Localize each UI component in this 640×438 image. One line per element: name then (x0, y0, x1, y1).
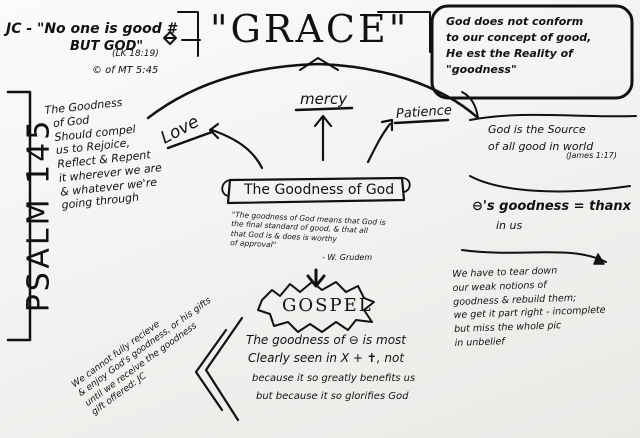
grudem-quote: "The goodness of God means that God is t… (230, 210, 386, 250)
luke-reference: (LK 18:19) (112, 49, 159, 59)
right-bottom-note: We have to tear down our weak notions of… (452, 265, 606, 349)
patience-underline (393, 118, 450, 125)
triangle-marker (593, 253, 605, 265)
gospel-text-line3: because it so greatly benefits us (252, 373, 416, 384)
arrow-to-love (210, 128, 264, 170)
gospel-text-line4: but because it so glorifies God (256, 391, 409, 402)
grace-arch-line (146, 62, 480, 120)
center-scroll-curl-right (401, 177, 411, 193)
mercy-label: mercy (300, 90, 348, 108)
gospel-text-line1: The goodness of ⊖ is most (246, 333, 406, 347)
center-scroll-curl-left (221, 179, 231, 197)
psalm-bracket (6, 90, 32, 342)
grace-title: "GRACE" (210, 7, 410, 51)
right-curve-top (469, 113, 637, 121)
gospel-text-line2: Clearly seen in X + ✝, not (248, 351, 405, 365)
grace-arch-right-hook (461, 91, 479, 119)
right-curve-mid (469, 175, 631, 193)
chevron-small (194, 328, 228, 412)
love-underline (166, 130, 214, 150)
grudem-author: - W. Grudem (322, 253, 373, 262)
center-scroll (226, 176, 406, 205)
arrow-to-mercy-head (313, 114, 333, 128)
right-curve-low (461, 249, 607, 263)
goodness-box-text: God does not conform to our concept of g… (446, 15, 592, 76)
gospel-label: GOSPEL (282, 295, 373, 316)
gospel-burst (257, 281, 375, 333)
chevron-large (204, 316, 244, 422)
jc-quote-line1: JC - "No one is good # (6, 21, 177, 37)
arrow-to-patience (366, 122, 392, 164)
arrow-to-patience-head (380, 118, 394, 132)
patience-label: Patience (395, 103, 453, 122)
arrow-to-love-head (208, 122, 220, 140)
source-of-good-note: God is the Source of all good in world (488, 123, 594, 153)
left-column-note: The Goodness of God Should compel us to … (44, 95, 163, 213)
grace-frame-right (377, 11, 431, 53)
grace-frame-left (177, 11, 201, 57)
goodness-of-god-banner: The Goodness of God (244, 182, 395, 198)
matthew-reference: © of MT 5:45 (92, 65, 159, 76)
star-mark (163, 31, 177, 45)
mercy-underline (294, 106, 354, 112)
jc-quote-line2: BUT GOD" (70, 39, 144, 54)
thanx-line2: in us (496, 219, 523, 232)
goodness-box (430, 4, 634, 100)
james-reference: (James 1:17) (566, 151, 617, 160)
thanx-line1: ⊖'s goodness = thanx (472, 199, 631, 214)
grace-arch-peak (299, 57, 339, 71)
